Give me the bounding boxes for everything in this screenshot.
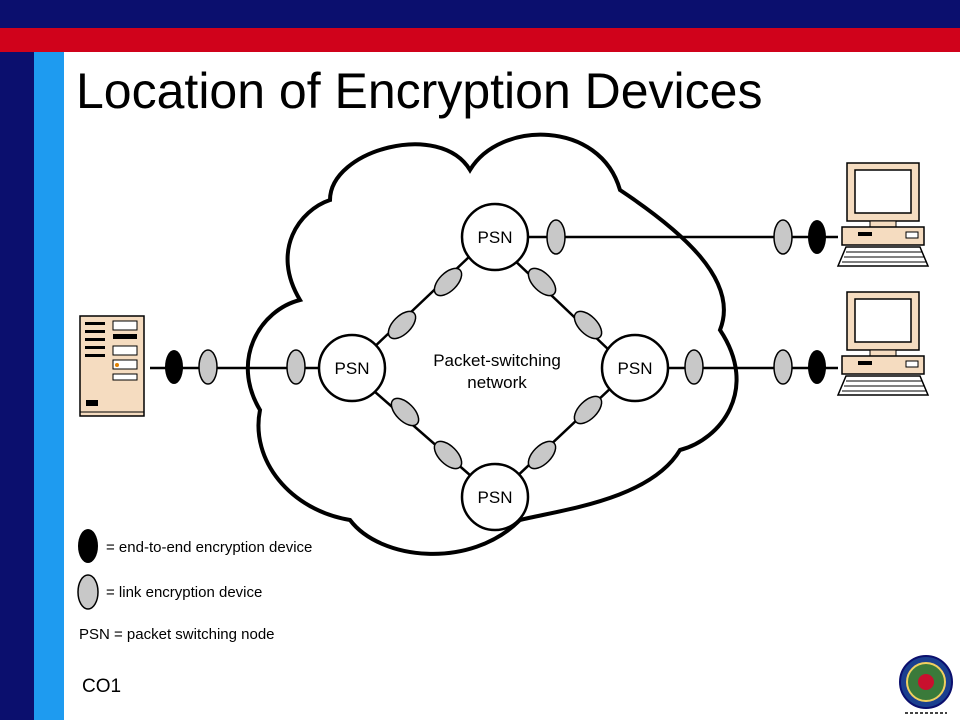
link-encryption-device [198, 349, 218, 385]
seal-logo [899, 655, 953, 714]
legend-end-to-end-text: = end-to-end encryption device [106, 539, 312, 556]
slide-title: Location of Encryption Devices [76, 63, 763, 119]
link-encryption-device [573, 395, 603, 425]
psn-node-label: PSN [478, 488, 513, 507]
legend-psn-text: PSN = packet switching node [79, 626, 275, 643]
link-encryption-device [573, 310, 603, 340]
computer-icon [836, 162, 930, 267]
link-encryption-device [527, 440, 557, 470]
psn-node-label: PSN [335, 359, 370, 378]
end-to-end-encryption-device [808, 350, 826, 384]
top-navy-band [0, 0, 960, 28]
footer-label: CO1 [82, 676, 122, 697]
link-encryption-device [387, 310, 417, 340]
link-encryption-device [433, 440, 463, 470]
link-encryption-device [773, 349, 793, 385]
top-red-band [0, 28, 960, 52]
network-label-line2: network [467, 373, 527, 392]
left-navy-stripe [0, 0, 34, 720]
link-encryption-device [773, 219, 793, 255]
psn-node-left: PSN [317, 333, 387, 403]
computer-icon [836, 291, 930, 396]
link-encryption-device [527, 267, 557, 297]
left-blue-stripe [34, 0, 64, 720]
psn-node-top: PSN [460, 202, 530, 272]
psn-node-right: PSN [600, 333, 670, 403]
link-encryption-device [390, 397, 420, 427]
link-encryption-device [546, 219, 566, 255]
psn-node-bottom: PSN [460, 462, 530, 532]
legend-link-text: = link encryption device [106, 584, 262, 601]
psn-node-label: PSN [618, 359, 653, 378]
legend-link-symbol [77, 574, 99, 610]
server-icon [79, 315, 145, 417]
network-label-line1: Packet-switching [433, 351, 561, 370]
link-encryption-device [286, 349, 306, 385]
legend: = end-to-end encryption device = link en… [77, 529, 312, 643]
link-encryption-device [684, 349, 704, 385]
legend-end-to-end-symbol [78, 529, 98, 563]
link-encryption-device [433, 267, 463, 297]
end-to-end-encryption-device [165, 350, 183, 384]
psn-node-label: PSN [478, 228, 513, 247]
end-to-end-encryption-device [808, 220, 826, 254]
